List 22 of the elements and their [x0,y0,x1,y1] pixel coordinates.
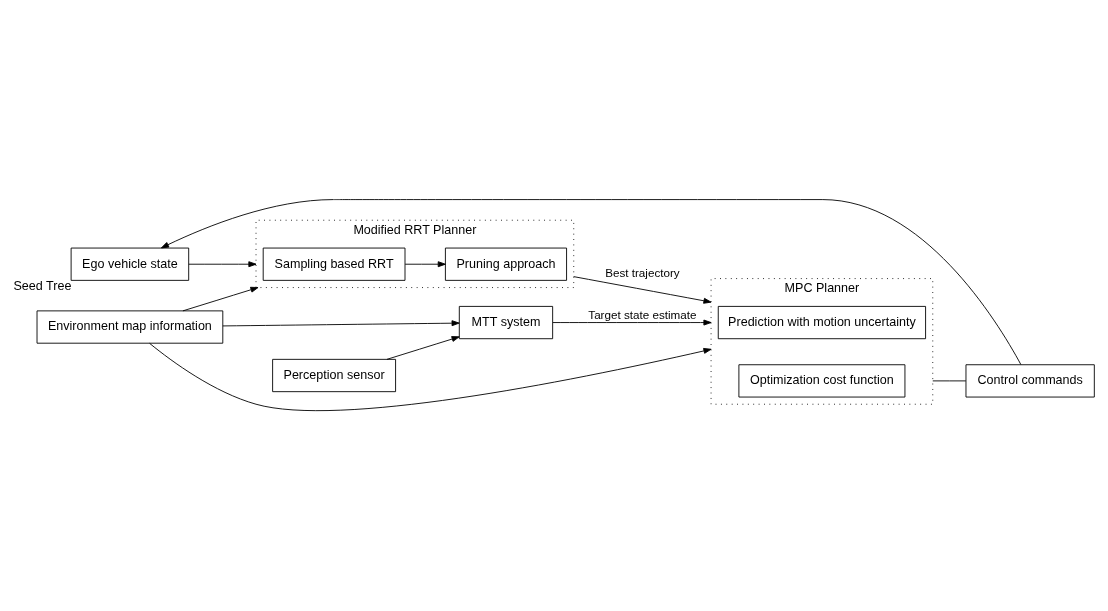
node-box: Pruning approach [444,247,568,281]
edge-label: Best trajectory [605,266,680,280]
arrow [404,261,446,268]
arrow [386,336,460,360]
node-box: Optimization cost function [738,364,906,398]
node-box: Environment map information [36,310,224,344]
arrow [552,319,712,326]
arrow [182,286,259,312]
node-box: Perception sensor [272,358,397,393]
node-box: Ego vehicle state [70,247,190,281]
arrow [222,320,460,327]
node-box: Prediction with motion uncertainty [717,305,927,340]
edge-label: Target state estimate [588,308,697,322]
node-label: Seed Tree [13,279,72,294]
arrow [149,342,712,411]
node-box: MTT system [458,305,554,340]
connector [932,380,967,382]
node-box: Control commands [965,364,1095,398]
arrow [188,261,257,268]
node-box: Sampling based RRT [262,247,406,281]
arrow [573,276,712,304]
arrow [160,199,1022,365]
